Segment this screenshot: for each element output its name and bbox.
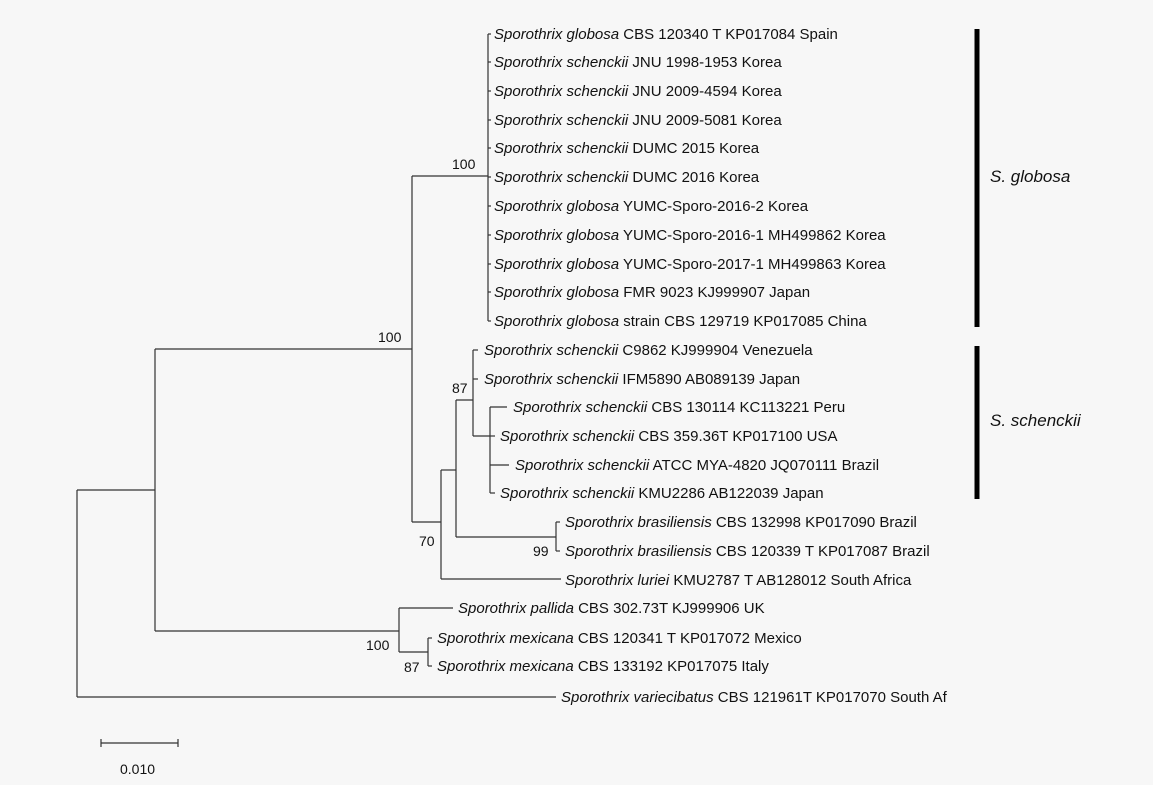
taxon-label: Sporothrix globosa YUMC-Sporo-2016-2 Kor… [494,198,809,215]
taxon-label: Sporothrix globosa YUMC-Sporo-2017-1 MH4… [494,256,886,273]
clade-label-globosa: S. globosa [990,167,1070,186]
bootstrap-value: 100 [366,637,390,653]
taxon-label: Sporothrix schenckii DUMC 2015 Korea [494,140,760,157]
taxon-label: Sporothrix pallida CBS 302.73T KJ999906 … [458,600,765,617]
taxon-label: Sporothrix globosa CBS 120340 T KP017084… [494,26,838,43]
taxon-label: Sporothrix schenckii DUMC 2016 Korea [494,169,760,186]
taxon-label: Sporothrix mexicana CBS 120341 T KP01707… [437,630,802,647]
taxon-label: Sporothrix brasiliensis CBS 120339 T KP0… [565,543,930,560]
tree-branches [76,33,561,698]
bootstrap-value: 100 [452,156,476,172]
taxon-label: Sporothrix luriei KMU2787 T AB128012 Sou… [565,572,912,589]
taxon-label: Sporothrix schenckii CBS 130114 KC113221… [513,399,845,416]
taxon-label: Sporothrix brasiliensis CBS 132998 KP017… [565,514,917,531]
taxon-label: Sporothrix globosa YUMC-Sporo-2016-1 MH4… [494,227,886,244]
scale-bar: 0.010 [100,739,179,777]
taxon-label: Sporothrix schenckii CBS 359.36T KP01710… [500,428,837,445]
taxon-label: Sporothrix mexicana CBS 133192 KP017075 … [437,658,769,675]
taxon-label: Sporothrix schenckii JNU 2009-5081 Korea [494,112,782,129]
taxon-label: Sporothrix globosa FMR 9023 KJ999907 Jap… [494,284,810,301]
bootstrap-value: 100 [378,329,402,345]
taxon-label: Sporothrix schenckii C9862 KJ999904 Vene… [484,342,813,359]
bootstrap-value: 99 [533,543,549,559]
taxon-labels: Sporothrix globosa CBS 120340 T KP017084… [437,26,948,706]
taxon-label: Sporothrix schenckii JNU 1998-1953 Korea [494,54,782,71]
clade-markers: S. globosa S. schenckii [974,29,1082,499]
taxon-label: Sporothrix globosa strain CBS 129719 KP0… [494,313,867,330]
bootstrap-value: 70 [419,533,435,549]
bootstrap-value: 87 [404,659,420,675]
bootstrap-values: 100 100 87 70 99 100 87 [366,156,549,675]
taxon-label: Sporothrix schenckii JNU 2009-4594 Korea [494,83,782,100]
clade-label-schenckii: S. schenckii [990,411,1082,430]
bootstrap-value: 87 [452,380,468,396]
taxon-label: Sporothrix schenckii KMU2286 AB122039 Ja… [500,485,824,502]
taxon-label: Sporothrix variecibatus CBS 121961T KP01… [561,689,948,706]
taxon-label: Sporothrix schenckii ATCC MYA-4820 JQ070… [515,457,879,474]
taxon-label: Sporothrix schenckii IFM5890 AB089139 Ja… [484,371,800,388]
scale-bar-label: 0.010 [120,761,155,777]
